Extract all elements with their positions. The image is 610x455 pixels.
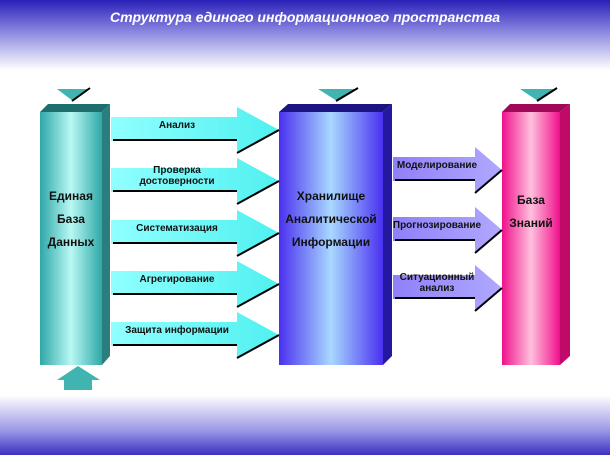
down-triangle-left xyxy=(57,87,91,102)
arrow-shape xyxy=(111,158,279,204)
arrow-label: Анализ xyxy=(159,120,195,131)
arrow-label: Защита информации xyxy=(125,324,229,336)
arrow-shadow-line xyxy=(474,287,503,312)
arrow-shadow-line xyxy=(236,129,280,154)
database-label-2: База xyxy=(57,212,85,226)
header-band xyxy=(0,0,610,70)
database-label-1: Единая xyxy=(49,189,93,203)
arrow-shadow-line xyxy=(236,283,280,308)
arrow-label: Агрегирование xyxy=(140,274,215,285)
arrow-label: Прогнозирование xyxy=(393,220,482,231)
analysis-arrow: Моделирование xyxy=(393,147,503,194)
knowledge-base-label-1: База xyxy=(517,193,545,207)
page-title: Структура единого информационного простр… xyxy=(110,9,500,25)
arrow-label: Ситуационный xyxy=(400,272,475,283)
arrow-shape xyxy=(111,261,279,307)
arrow-shadow-line xyxy=(474,229,503,254)
warehouse-column: Хранилище Аналитической Информации xyxy=(279,104,392,365)
arrow-shape xyxy=(393,147,502,193)
arrow-shadow-line xyxy=(236,334,280,359)
knowledge-base-column: База Знаний xyxy=(502,104,570,365)
arrow-shadow-line xyxy=(474,169,503,194)
down-triangle-right xyxy=(520,87,558,102)
arrow-shadow-line xyxy=(236,232,280,257)
process-arrow: Агрегирование xyxy=(111,261,280,308)
arrow-label: достоверности xyxy=(139,176,214,187)
process-arrow: Систематизация xyxy=(111,210,280,257)
down-triangle-middle xyxy=(318,87,359,102)
arrow-shape xyxy=(393,265,502,311)
arrow-label: Систематизация xyxy=(136,223,218,234)
analysis-arrow: Прогнозирование xyxy=(393,207,503,254)
process-arrow: Анализ xyxy=(111,107,280,154)
up-arrow-input xyxy=(57,366,100,390)
process-arrow: Защита информации xyxy=(111,312,280,359)
arrow-shadow-line xyxy=(236,180,280,205)
database-column: Единая База Данных xyxy=(40,104,110,365)
knowledge-base-label-2: Знаний xyxy=(509,216,552,230)
arrow-label: анализ xyxy=(420,283,455,294)
arrow-shape xyxy=(111,210,279,256)
footer-band xyxy=(0,395,610,455)
arrow-shape xyxy=(393,207,502,253)
arrow-label: Проверка xyxy=(153,165,201,176)
arrow-label: Моделирование xyxy=(397,160,478,171)
arrow-shape xyxy=(111,312,279,358)
warehouse-label-2: Аналитической xyxy=(285,212,377,226)
warehouse-label-3: Информации xyxy=(292,235,370,249)
arrow-shape xyxy=(111,107,279,153)
database-label-3: Данных xyxy=(48,235,95,249)
warehouse-label-1: Хранилище xyxy=(297,189,366,203)
